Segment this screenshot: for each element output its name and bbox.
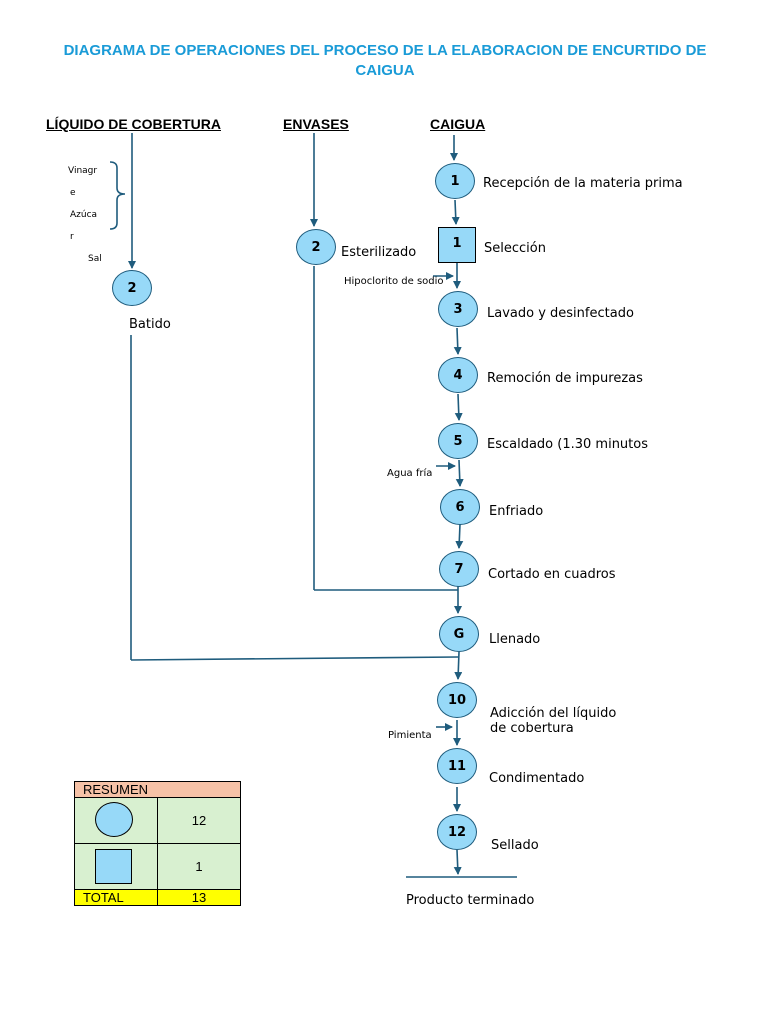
step-label-2: Selección: [484, 241, 546, 256]
node-number: 1: [450, 173, 460, 189]
node-number: 12: [447, 824, 467, 840]
summary-total-label: TOTAL: [74, 889, 158, 906]
node-number: 2: [311, 239, 321, 255]
node-number: 11: [447, 758, 467, 774]
summary-header: RESUMEN: [74, 781, 241, 798]
node-number: G: [453, 626, 465, 642]
step-label-6: Enfriado: [489, 504, 544, 519]
side-input-agua-fria: Agua fría: [387, 468, 433, 479]
step-label-12: Sellado: [491, 838, 539, 853]
node-number: 10: [447, 692, 467, 708]
side-input-pimienta: Pimienta: [388, 730, 432, 741]
summary-total-value: 13: [157, 889, 241, 906]
step-node-g: G: [439, 616, 479, 652]
node-number: 3: [453, 301, 463, 317]
step-node-4: 4: [438, 357, 478, 393]
inspection-node-seleccion: 1: [438, 227, 476, 263]
node-number: 5: [453, 433, 463, 449]
input-vinagre-line1: Vinagr: [68, 166, 98, 176]
step-label-11: Condimentado: [489, 771, 585, 786]
step-node-5: 5: [438, 423, 478, 459]
step-node-12: 12: [437, 814, 477, 850]
end-label: Producto terminado: [406, 893, 535, 908]
step-label-7: Cortado en cuadros: [488, 567, 616, 582]
step-node-7: 7: [439, 551, 479, 587]
step-label-10-line1: Adicción del líquido: [490, 706, 617, 721]
node-number: 6: [455, 499, 465, 515]
operation-label-batido: Batido: [129, 317, 171, 332]
input-azucar-line1: Azúca: [70, 210, 98, 220]
step-node-3: 3: [438, 291, 478, 327]
input-sal: Sal: [88, 254, 102, 264]
summary-operation-symbol: [74, 797, 158, 844]
summary-total-row: TOTAL 13: [74, 889, 241, 906]
operation-label-esterilizado: Esterilizado: [341, 245, 417, 260]
summary-inspection-symbol: [74, 843, 158, 890]
node-number: 2: [127, 280, 137, 296]
step-node-11: 11: [437, 748, 477, 784]
step-label-10-line2: de cobertura: [490, 721, 574, 736]
square-icon: [95, 849, 132, 884]
step-label-5: Escaldado (1.30 minutos: [487, 437, 648, 452]
node-number: 4: [453, 367, 463, 383]
summary-operations-row: 12: [74, 797, 241, 844]
side-input-hipoclorito: Hipoclorito de sodio: [344, 276, 444, 287]
diagram-title: DIAGRAMA DE OPERACIONES DEL PROCESO DE L…: [63, 42, 707, 79]
input-vinagre-line2: e: [70, 188, 76, 198]
column-header-envases: ENVASES: [283, 116, 349, 132]
summary-operations-count: 12: [157, 797, 241, 844]
node-number: 7: [454, 561, 464, 577]
operation-node-batido: 2: [112, 270, 152, 306]
summary-inspections-row: 1: [74, 843, 241, 890]
step-label-3: Lavado y desinfectado: [487, 306, 634, 321]
step-node-1: 1: [435, 163, 475, 199]
summary-header-row: RESUMEN: [74, 781, 241, 798]
column-header-caigua: CAIGUA: [430, 116, 486, 132]
circle-icon: [95, 802, 133, 837]
step-node-10: 10: [437, 682, 477, 718]
column-header-liquido: LÍQUIDO DE COBERTURA: [46, 116, 221, 132]
step-label-4: Remoción de impurezas: [487, 371, 643, 386]
node-number: 1: [452, 236, 462, 251]
summary-table: RESUMEN 12 1 TOTAL 13: [74, 781, 241, 906]
step-node-6: 6: [440, 489, 480, 525]
summary-inspections-count: 1: [157, 843, 241, 890]
step-label-llenado: Llenado: [489, 632, 541, 647]
step-label-1: Recepción de la materia prima: [483, 176, 683, 191]
operation-node-esterilizado: 2: [296, 229, 336, 265]
input-azucar-line2: r: [70, 232, 74, 242]
